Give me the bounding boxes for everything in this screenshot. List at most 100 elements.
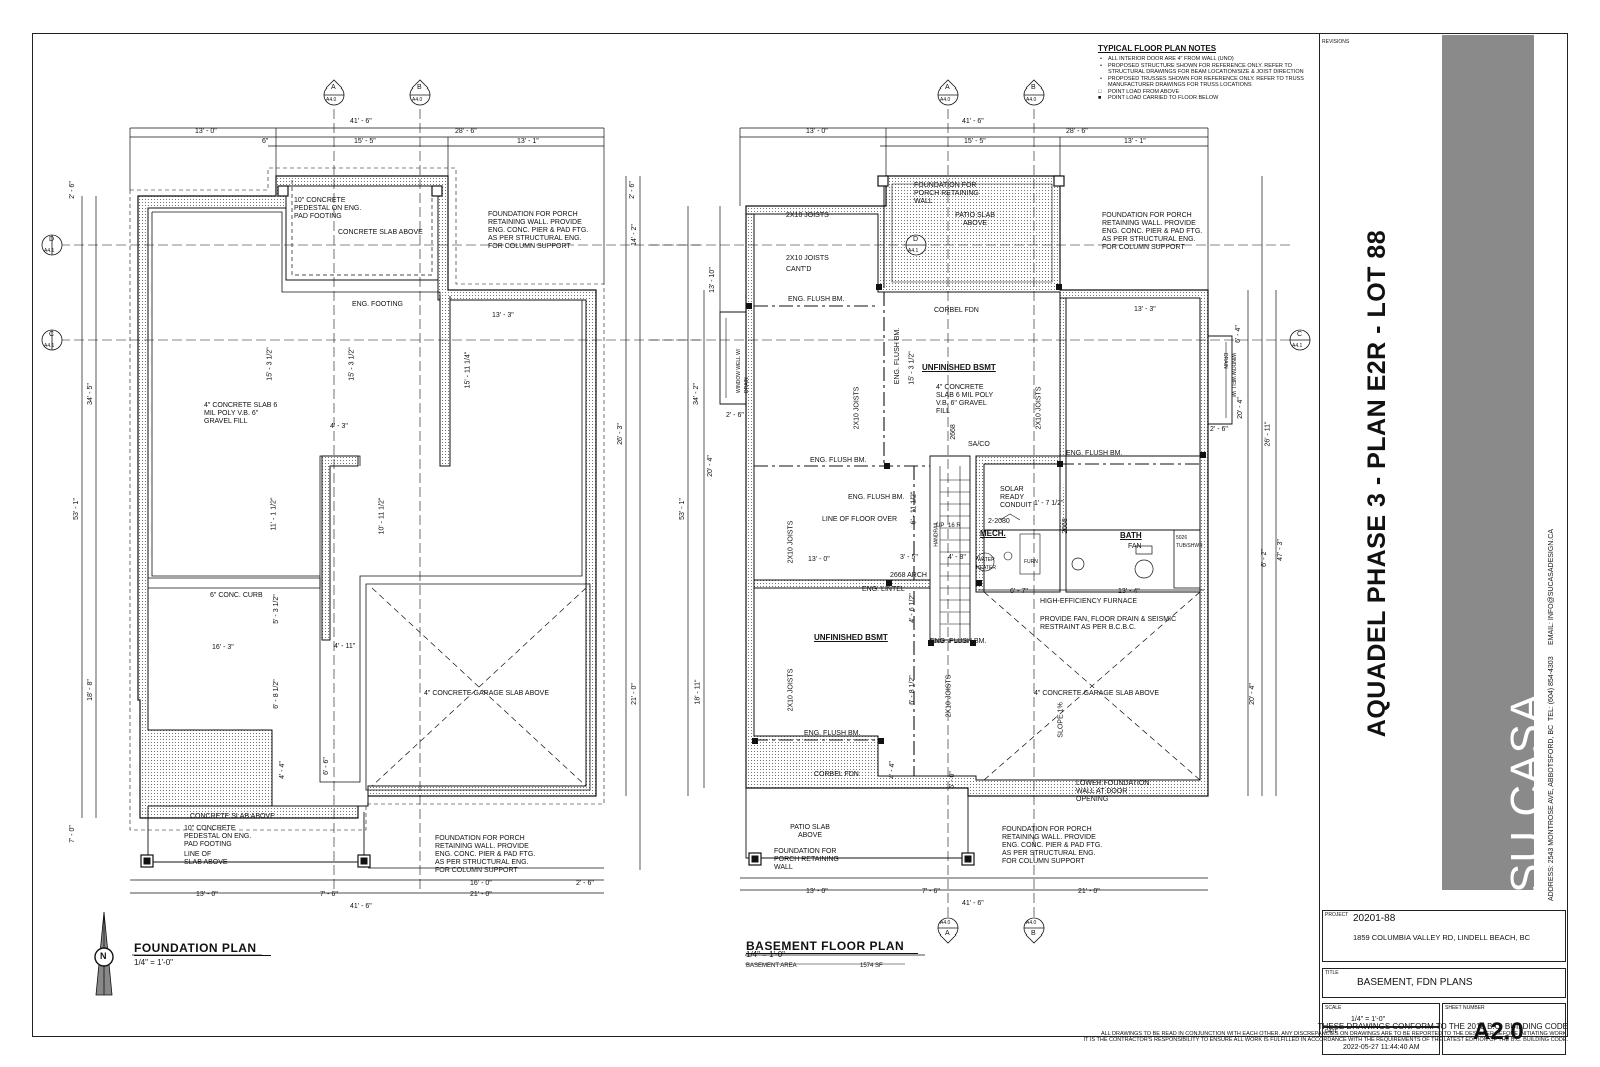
annotation: CONCRETE SLAB ABOVE [190,813,275,820]
window-well-right [1208,335,1233,425]
room-label-bath: BATH [1120,531,1142,540]
dim-label: 2' - 6" [1210,426,1228,433]
sheet-title: BASEMENT, FDN PLANS [1357,977,1473,988]
annotation: 2x10 JOISTS [787,520,795,564]
marker-letter: B [417,84,422,91]
annotation: PROVIDE FAN, FLOOR DRAIN & SEISMIC RESTR… [1040,616,1177,631]
marker-sheet: A4.0 [1026,920,1037,926]
marker-d-bsmt-left [905,234,927,256]
company-tel: TEL: (604) 854-4303 [1548,656,1555,721]
marker-sheet: A4.0 [940,97,951,103]
north-arrow-icon [94,911,114,996]
room-label-mech: MECH. [980,529,1006,538]
dim-label: 2' - 6" [576,880,594,887]
foundation-plan-title: FOUNDATION PLAN [134,941,271,956]
point-loads [746,284,1206,744]
typical-floor-plan-notes: TYPICAL FLOOR PLAN NOTES ALL INTERIOR DO… [1098,44,1308,102]
dim-label: 6' - 11 1/2" [910,491,918,525]
drawing-area [32,33,1320,1037]
marker-b-bsmt-top [1023,79,1045,106]
dim-label: 7' - 0" [68,825,76,843]
revisions-label: REVISIONS [1322,39,1350,45]
annotation: FOUNDATION FOR PORCH RETAINING WALL. PRO… [1002,826,1103,865]
basement-interior-walls [1059,297,1200,531]
annotation: FOUNDATION FOR PORCH RETAINING WALL. PRO… [488,211,589,250]
annotation: CONCRETE SLAB ABOVE [338,229,423,236]
marker-d-fdn-left [41,234,63,256]
dim-label: 15' - 5" [354,138,376,145]
project-field: PROJECT 20201-88 1859 COLUMBIA VALLEY RD… [1322,910,1566,962]
marker-c-bsmt-right [1289,329,1311,351]
dim-label: 13' - 0" [196,891,218,898]
basement-garage-cross [983,591,1201,781]
date-field: DATE 2022-05-27 11:44:40 AM [1322,1027,1440,1055]
dim-label: 6' - 7" [1010,588,1028,595]
marker-letter: D [913,236,919,243]
annotation: WINDOW WELL W/ DRAIN [736,348,750,393]
section-markers [41,79,1311,944]
dim-label: 13' - 0" [806,128,828,135]
brand-logo: SU CASA DESIGN [1410,633,1600,893]
dim-label: 13' - 1" [517,138,539,145]
marker-a-bsmt-bottom [937,917,959,944]
marker-c-fdn-left [41,329,63,351]
dim-label: 15' - 5" [964,138,986,145]
annotation: ENG. FLUSH BM. [810,457,867,464]
foundation-plan-drawing [60,95,700,894]
sheet-number-field: SHEET NUMBER A2.0 [1442,1003,1566,1055]
title-label: TITLE [1325,970,1339,976]
marker-sheet: A4.0 [326,97,337,103]
dim-label: 41' - 6" [962,900,984,907]
title-block: REVISIONS AQUADEL PHASE 3 - PLAN E2R - L… [1320,33,1600,1055]
marker-sheet: A4.0 [412,97,423,103]
garage-cross [371,587,587,787]
dim-label: 21' - 0" [470,891,492,898]
note-item-point-load-below: POINT LOAD CARRIED TO FLOOR BELOW [1098,95,1308,102]
dim-label: 6' - 8 1/2" [272,679,280,709]
basement-section-lines [650,95,1290,920]
dim-label: 18' - 8" [86,679,94,701]
marker-b-fdn-top [409,79,431,106]
dim-label: 2' - 6" [628,181,636,199]
dim-label: 14' - 2" [630,224,638,246]
marker-letter: C [49,331,55,338]
annotation: CORBEL FDN [814,771,859,778]
annotation: 10" CONCRETE PEDESTAL ON ENG. PAD FOOTIN… [184,825,252,848]
north-label: N [100,951,107,961]
dim-label: 4' - 4" [888,761,896,779]
annotation: 2x10 JOISTS [853,386,861,430]
dim-label: 7' - 6" [320,891,338,898]
dim-label: 2' - 6" [726,412,744,419]
annotation: FURN [1024,559,1038,565]
patio-top [883,176,1061,288]
footer-code: THESE DRAWINGS CONFORM TO THE 2018 B.C. … [1317,1022,1568,1031]
basement-area-value: 1574 SF [860,963,883,969]
annotation: HIGH-EFFICIENCY FURNACE [1040,598,1138,605]
room-label: UNFINISHED BSMT [814,633,888,642]
dim-label: 13' - 10" [708,267,716,293]
annotation: ENG. FOOTING [352,301,403,308]
dim-label: 6' - 2" [1260,549,1268,567]
footer-notes: THESE DRAWINGS CONFORM TO THE 2018 B.C. … [1084,1022,1568,1044]
dim-label: 6' - 8 1/2" [908,675,916,705]
annotation: HANDRAIL [933,521,940,547]
marker-sheet: A4.1 [908,248,919,254]
dim-label: 16' - 0" [470,880,492,887]
marker-a-fdn-top [323,79,345,106]
dim-label: 20' - 4" [1236,397,1244,419]
porch-top [285,186,438,281]
sheet-number-label: SHEET NUMBER [1445,1005,1485,1011]
dim-label: 21' - 0" [1078,888,1100,895]
annotation: 6" CONC. CURB [210,592,263,599]
annotation: 2668 [949,424,957,440]
dim-label: 10' - 11 1/2" [378,497,386,535]
sheet-border [32,33,1568,1037]
dim-label: 6' - 6" [322,757,330,775]
annotation: FOUNDATION FOR PORCH RETAINING WALL. PRO… [435,835,536,874]
dim-label: 20' - 4" [1248,683,1256,705]
room-label: UNFINISHED BSMT [922,363,996,372]
stair-treads [940,479,970,625]
dim-label: 5' - 3 1/2" [272,594,280,624]
dim-label: 7' - 6" [922,888,940,895]
